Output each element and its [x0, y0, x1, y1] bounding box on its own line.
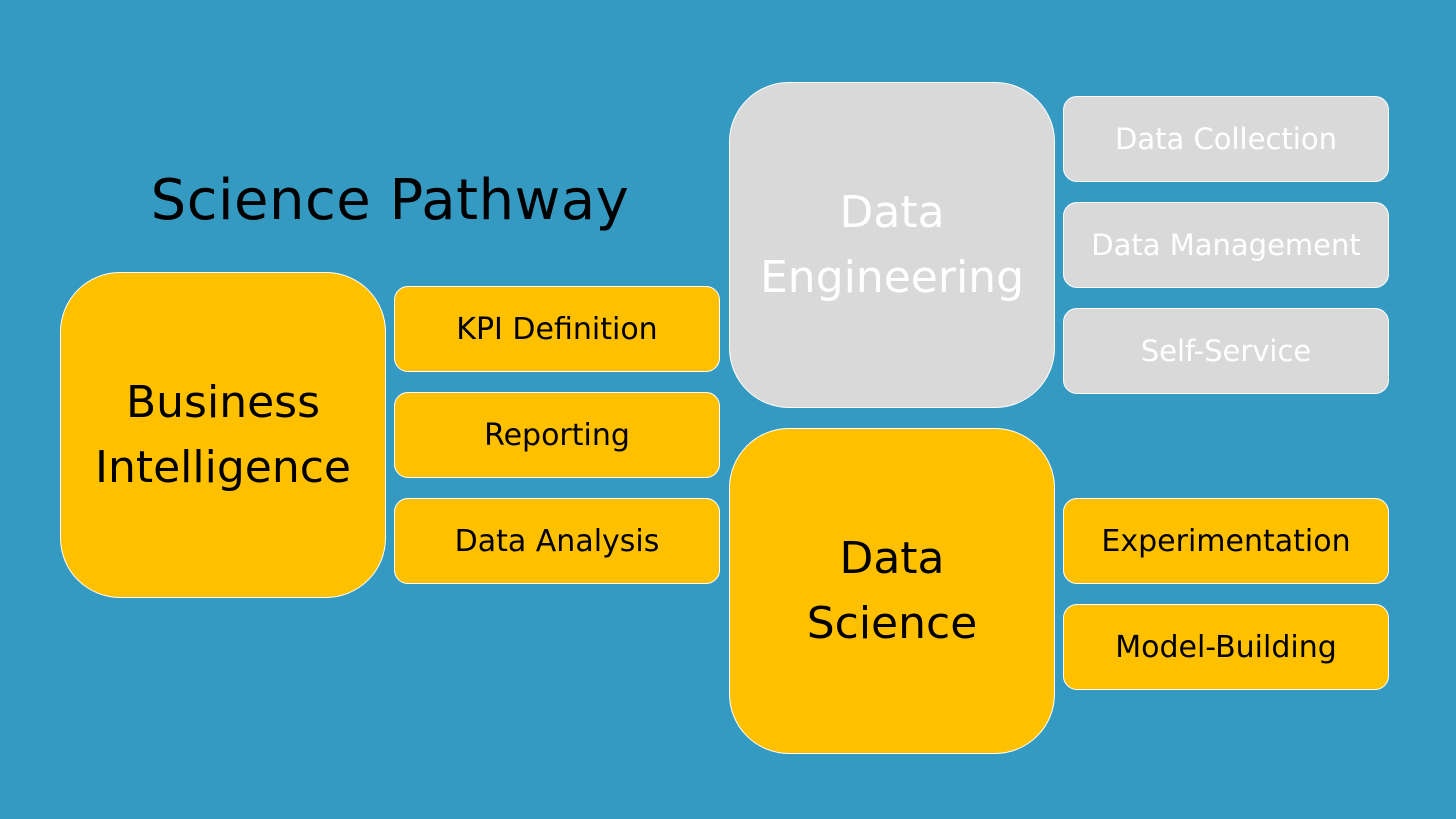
data-science-box: Data Science: [729, 428, 1055, 754]
data-engineering-label-line2: Engineering: [760, 252, 1024, 303]
data-management-label: Data Management: [1091, 228, 1361, 262]
business-intelligence-label-line2: Intelligence: [94, 442, 351, 493]
data-collection-box: Data Collection: [1063, 96, 1389, 182]
model-building-box: Model-Building: [1063, 604, 1389, 690]
data-analysis-box: Data Analysis: [394, 498, 720, 584]
experimentation-box: Experimentation: [1063, 498, 1389, 584]
data-science-label-line1: Data: [839, 533, 945, 584]
business-intelligence-label-line1: Business: [125, 377, 320, 428]
kpi-definition-label: KPI Definition: [456, 311, 658, 347]
reporting-box: Reporting: [394, 392, 720, 478]
reporting-label: Reporting: [484, 417, 630, 453]
model-building-label: Model-Building: [1115, 629, 1337, 665]
data-engineering-label-line1: Data: [839, 187, 945, 238]
diagram-title: Science Pathway: [150, 168, 630, 233]
kpi-definition-box: KPI Definition: [394, 286, 720, 372]
self-service-box: Self-Service: [1063, 308, 1389, 394]
self-service-label: Self-Service: [1140, 334, 1312, 368]
data-collection-label: Data Collection: [1115, 122, 1337, 156]
data-analysis-label: Data Analysis: [454, 523, 660, 559]
data-engineering-box: Data Engineering: [729, 82, 1055, 408]
data-management-box: Data Management: [1063, 202, 1389, 288]
experimentation-label: Experimentation: [1101, 523, 1351, 559]
business-intelligence-box: Business Intelligence: [60, 272, 386, 598]
data-science-label-line2: Science: [806, 598, 978, 649]
